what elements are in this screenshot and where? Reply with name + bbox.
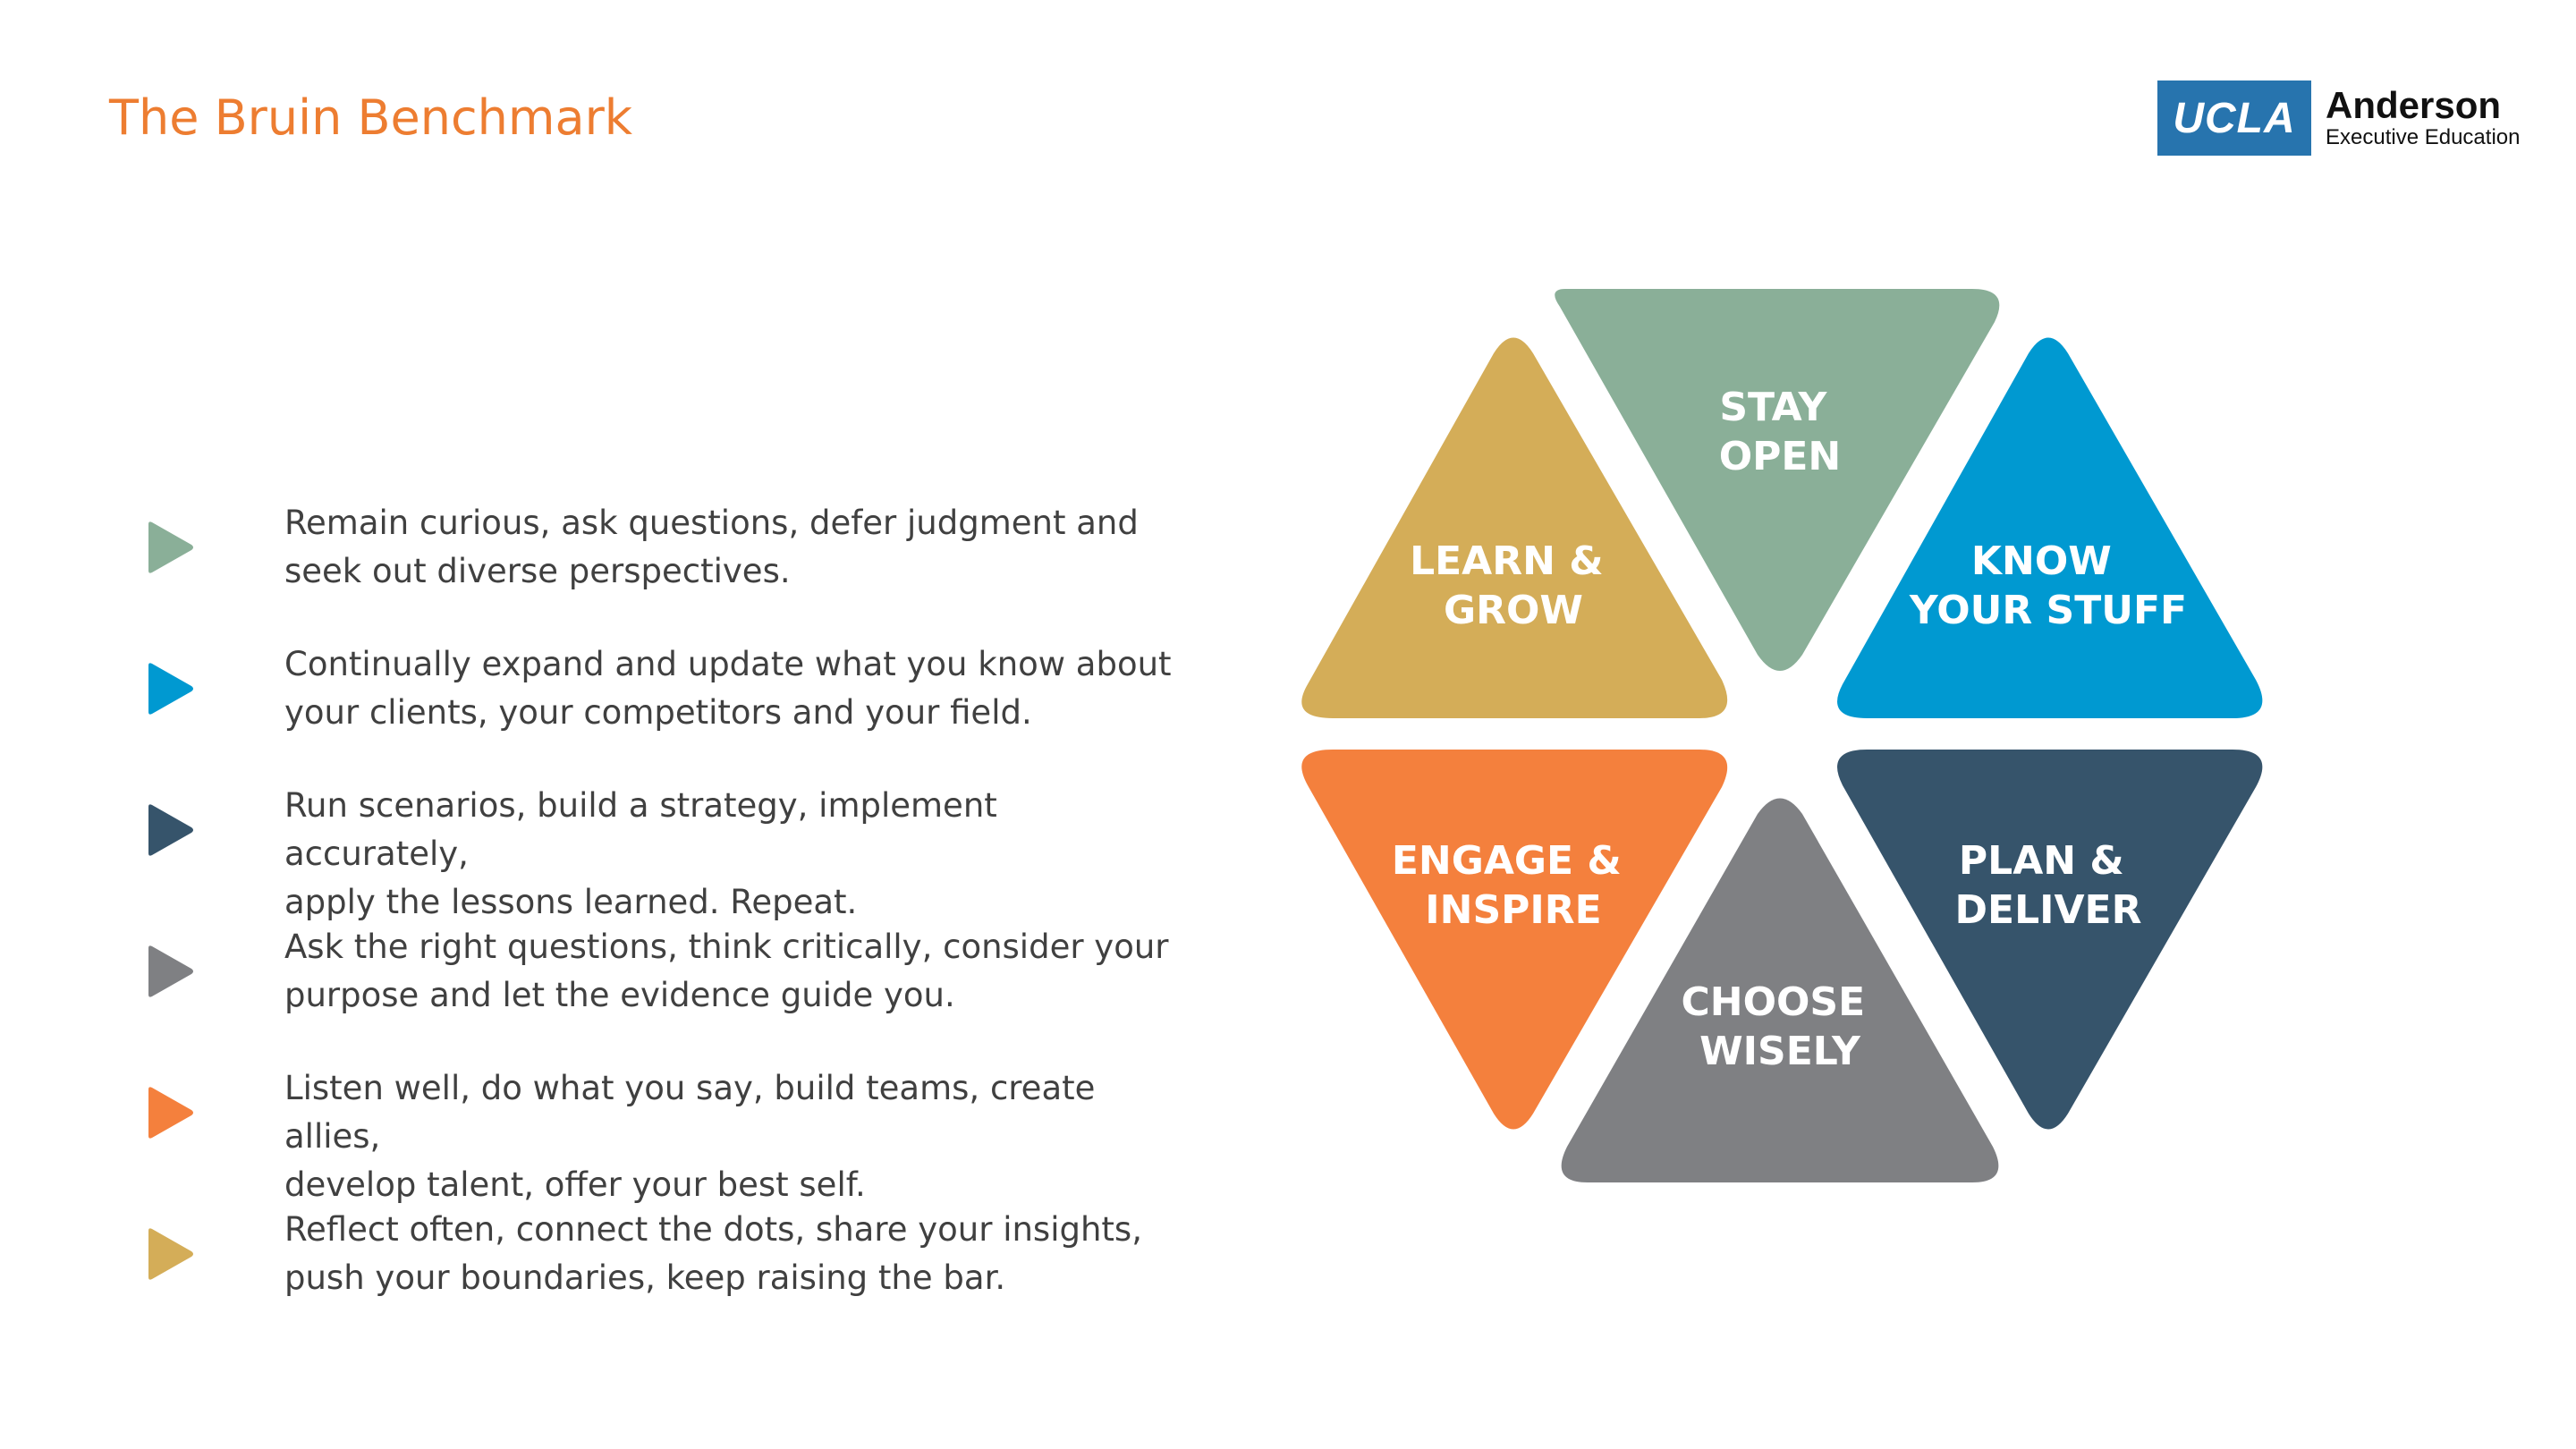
list-item-text: Run scenarios, build a strategy, impleme… bbox=[284, 782, 1179, 927]
segment-choose-wisely: CHOOSE WISELY bbox=[1561, 798, 1999, 1182]
bullet-shape bbox=[148, 663, 193, 715]
label-engage-inspire: ENGAGE & INSPIRE bbox=[1392, 838, 1635, 933]
segment-stay-open: STAY OPEN bbox=[1555, 289, 2000, 671]
list-item-line: seek out diverse perspectives. bbox=[284, 552, 791, 590]
triangle-bullet-icon bbox=[148, 663, 193, 715]
list-item-line: Ask the right questions, think criticall… bbox=[284, 928, 1169, 966]
segment-learn-grow: LEARN & GROW bbox=[1301, 337, 1728, 718]
list-item-line: your clients, your competitors and your … bbox=[284, 693, 1032, 732]
label-line: YOUR STUFF bbox=[1909, 588, 2187, 633]
page-title: The Bruin Benchmark bbox=[109, 89, 633, 146]
list-item-text: Continually expand and update what you k… bbox=[284, 640, 1179, 737]
triangle-engage-inspire bbox=[1301, 750, 1728, 1130]
list-item-line: Reflect often, connect the dots, share y… bbox=[284, 1210, 1142, 1249]
label-line: STAY bbox=[1719, 385, 1827, 430]
triangle-know-your-stuff bbox=[1837, 337, 2263, 718]
list-item-stay-open: Remain curious, ask questions, defer jud… bbox=[143, 499, 1181, 640]
triangle-learn-grow bbox=[1301, 337, 1728, 718]
label-choose-wisely: CHOOSE WISELY bbox=[1682, 979, 1879, 1074]
logo-subtitle: Executive Education bbox=[2326, 125, 2521, 149]
list-item-engage-inspire: Listen well, do what you say, build team… bbox=[143, 1064, 1181, 1206]
list-item-line: develop talent, offer your best self. bbox=[284, 1165, 866, 1204]
bullet-shape bbox=[148, 521, 193, 573]
list-item-line: Run scenarios, build a strategy, impleme… bbox=[284, 786, 997, 873]
triangle-bullet-icon bbox=[148, 804, 193, 856]
label-line: KNOW bbox=[1971, 538, 2112, 584]
label-line: GROW bbox=[1444, 588, 1583, 633]
list-item-know-your-stuff: Continually expand and update what you k… bbox=[143, 640, 1181, 782]
segment-know-your-stuff: KNOW YOUR STUFF bbox=[1837, 337, 2263, 718]
list-item-line: push your boundaries, keep raising the b… bbox=[284, 1258, 1006, 1297]
list-item-plan-deliver: Run scenarios, build a strategy, impleme… bbox=[143, 782, 1181, 923]
label-line: DELIVER bbox=[1955, 887, 2142, 933]
bullet-shape bbox=[148, 1228, 193, 1280]
label-line: LEARN & bbox=[1410, 538, 1604, 584]
label-know-your-stuff: KNOW YOUR STUFF bbox=[1909, 538, 2187, 633]
label-line: OPEN bbox=[1719, 434, 1842, 479]
list-item-text: Listen well, do what you say, build team… bbox=[284, 1064, 1179, 1209]
list-item-line: purpose and let the evidence guide you. bbox=[284, 976, 955, 1014]
list-item-learn-grow: Reflect often, connect the dots, share y… bbox=[143, 1206, 1181, 1347]
logo-name: Anderson bbox=[2326, 84, 2502, 126]
list-item-text: Ask the right questions, think criticall… bbox=[284, 923, 1179, 1020]
label-line: PLAN & bbox=[1959, 838, 2124, 884]
list-item-text: Remain curious, ask questions, defer jud… bbox=[284, 499, 1179, 596]
triangle-stay-open bbox=[1555, 289, 2000, 671]
list-item-line: Continually expand and update what you k… bbox=[284, 645, 1172, 683]
list-item-line: Remain curious, ask questions, defer jud… bbox=[284, 504, 1139, 542]
label-learn-grow: LEARN & GROW bbox=[1410, 538, 1617, 633]
triangle-bullet-icon bbox=[148, 1228, 193, 1280]
bullet-shape bbox=[148, 1087, 193, 1139]
label-line: ENGAGE & bbox=[1392, 838, 1622, 884]
triangle-choose-wisely bbox=[1561, 798, 1999, 1182]
label-line: WISELY bbox=[1699, 1029, 1861, 1074]
triangle-bullet-icon bbox=[148, 521, 193, 573]
segment-plan-deliver: PLAN & DELIVER bbox=[1837, 750, 2263, 1130]
list-item-text: Reflect often, connect the dots, share y… bbox=[284, 1206, 1179, 1302]
ucla-anderson-logo: UCLA Anderson Executive Education bbox=[2157, 80, 2520, 156]
hexagon-diagram: STAY OPEN LEARN & GROW KNOW YOUR STUFF E… bbox=[1301, 289, 2263, 1182]
label-line: INSPIRE bbox=[1425, 887, 1601, 933]
ucla-logo-box: UCLA bbox=[2157, 80, 2311, 156]
segment-engage-inspire: ENGAGE & INSPIRE bbox=[1301, 750, 1728, 1130]
label-line: CHOOSE bbox=[1682, 979, 1866, 1025]
label-plan-deliver: PLAN & DELIVER bbox=[1955, 838, 2142, 933]
triangle-bullet-icon bbox=[148, 945, 193, 997]
bullet-shape bbox=[148, 804, 193, 856]
benchmark-list: Remain curious, ask questions, defer jud… bbox=[143, 499, 1181, 1347]
bullet-shape bbox=[148, 945, 193, 997]
triangle-plan-deliver bbox=[1837, 750, 2263, 1130]
label-stay-open: STAY OPEN bbox=[1719, 385, 1842, 479]
logo-text: Anderson Executive Education bbox=[2326, 86, 2520, 150]
triangle-bullet-icon bbox=[148, 1087, 193, 1139]
list-item-line: apply the lessons learned. Repeat. bbox=[284, 883, 858, 921]
list-item-choose-wisely: Ask the right questions, think criticall… bbox=[143, 923, 1181, 1064]
list-item-line: Listen well, do what you say, build team… bbox=[284, 1069, 1096, 1156]
